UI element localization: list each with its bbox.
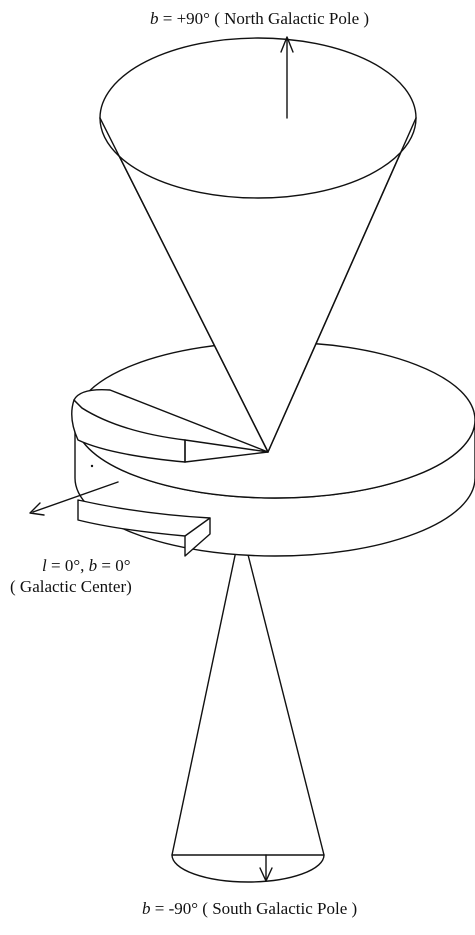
galactic-center-label-line2: ( Galactic Center)	[10, 577, 132, 596]
south-pole-label: b = -90° ( South Galactic Pole )	[142, 899, 357, 918]
north-arrow	[280, 36, 294, 119]
north-pole-label: b = +90° ( North Galactic Pole )	[150, 9, 369, 28]
center-wedge	[71, 389, 269, 557]
north-cone	[99, 37, 417, 453]
galactic-center-label-line1: l = 0°, b = 0°	[42, 556, 131, 575]
south-cone	[171, 526, 325, 883]
south-arrow	[259, 854, 273, 882]
center-arrow	[29, 481, 119, 516]
